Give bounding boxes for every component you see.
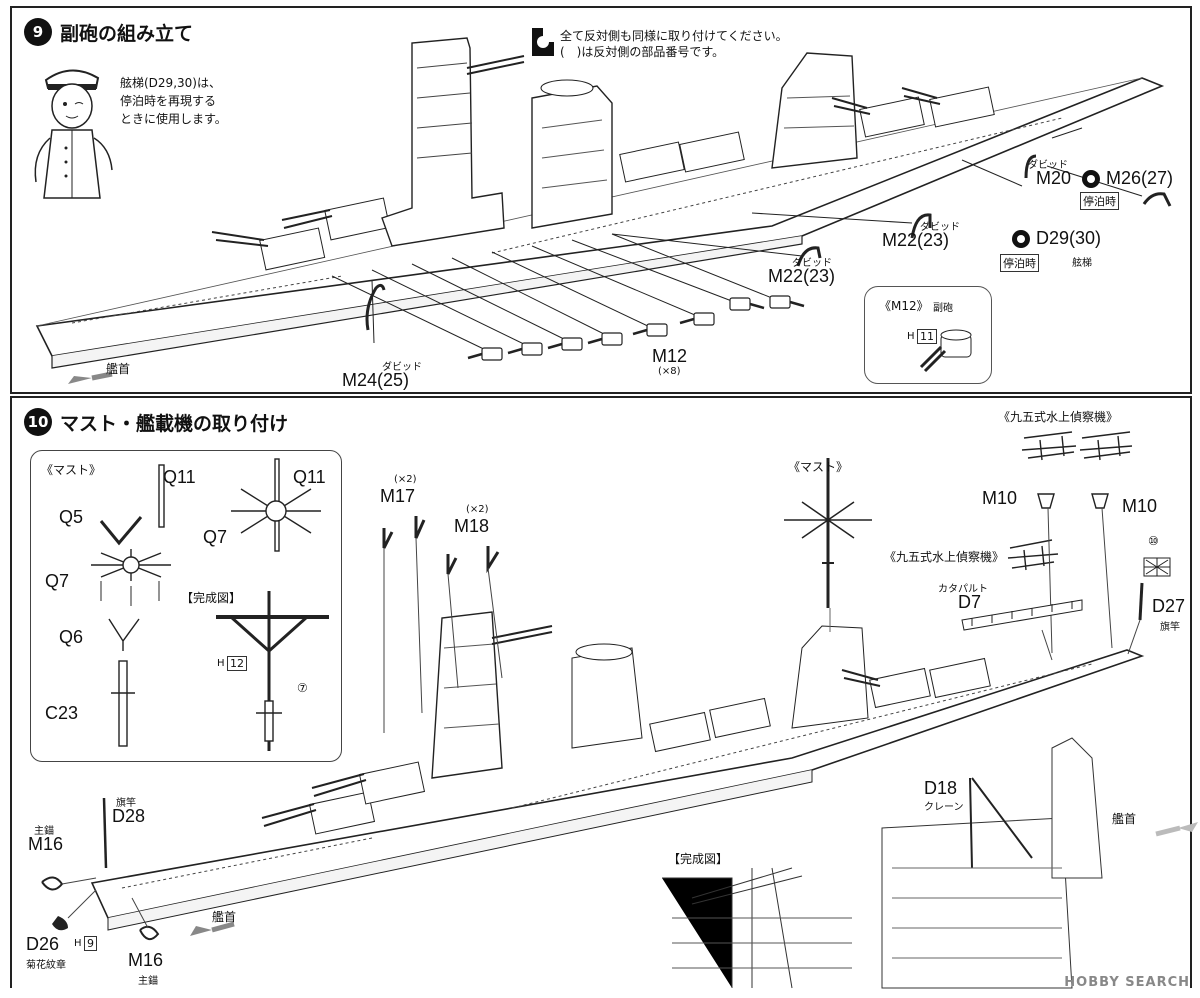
officer-character-illustration bbox=[34, 69, 113, 199]
step-9-number: 9 bbox=[24, 18, 52, 46]
m22b-part-label: M22(23) bbox=[882, 230, 950, 250]
legend-line-2: ( )は反対側の部品番号です。 bbox=[560, 45, 725, 59]
d29-ladder-label: 舷梯 bbox=[1072, 258, 1092, 269]
bow-label-b: 艦首 bbox=[1112, 812, 1137, 826]
speech-line-3: ときに使用します。 bbox=[120, 112, 227, 126]
d27-sub-label: 旗竿 bbox=[1160, 622, 1180, 633]
m26-part-label: M26(27) bbox=[1106, 168, 1174, 188]
step-9-title: 副砲の組み立て bbox=[60, 22, 194, 45]
m10b-label: M10 bbox=[1122, 496, 1158, 516]
m12-inset-title: 《M12》 bbox=[879, 299, 929, 313]
m12-gun-icon bbox=[919, 329, 972, 373]
m20-sub-label: ダビッド bbox=[1028, 160, 1068, 171]
m16a-label: M16 bbox=[28, 834, 64, 854]
d28-sub-label: 旗竿 bbox=[116, 798, 136, 809]
speech-bubble: 舷梯(D29,30)は、 停泊時を再現する ときに使用します。 bbox=[120, 74, 227, 128]
m12-qty-label: (×8) bbox=[658, 366, 681, 377]
mast-assembly-box: 《マスト》 Q11 Q5 Q7 Q7 Q11 Q6 C23 【完成図】 H 12… bbox=[30, 450, 342, 762]
m26-anchored-label: 停泊時 bbox=[1080, 192, 1119, 210]
step-10-panel: 10 マスト・艦載機の取り付け 《マスト》 Q11 Q5 Q7 Q7 Q11 Q… bbox=[10, 396, 1198, 989]
m17-qty-label: (×2) bbox=[394, 474, 417, 485]
q6-label: Q6 bbox=[59, 627, 84, 647]
q7b-label: Q7 bbox=[203, 527, 228, 547]
d27-label: D27 bbox=[1152, 596, 1186, 616]
mast-h-number: 12 bbox=[227, 656, 247, 671]
d26-sub-label: 菊花紋章 bbox=[26, 960, 66, 971]
bow-label-a: 艦首 bbox=[212, 910, 237, 924]
m24-part-label: M24(25) bbox=[342, 370, 410, 390]
plane-a-label: 《九五式水上偵察機》 bbox=[998, 410, 1119, 424]
mast-box-title: 《マスト》 bbox=[41, 463, 102, 477]
d26-h-number: 9 bbox=[84, 936, 97, 951]
d26-label: D26 bbox=[26, 934, 60, 954]
q11a-label: Q11 bbox=[163, 467, 196, 487]
m16b-label: M16 bbox=[128, 950, 164, 970]
d26-h-label: H bbox=[74, 938, 82, 949]
mast-h-label: H bbox=[217, 658, 225, 669]
m12-part-label: M12 bbox=[652, 346, 688, 366]
step-10-title: マスト・艦載機の取り付け bbox=[60, 412, 289, 435]
m18-qty-label: (×2) bbox=[466, 504, 489, 515]
m16a-sub-label: 主錨 bbox=[34, 826, 54, 837]
plane-b-label: 《九五式水上偵察機》 bbox=[884, 550, 1005, 564]
step-10-heading: 10 マスト・艦載機の取り付け bbox=[24, 408, 288, 436]
m17-part-label: M17 bbox=[380, 486, 416, 506]
m12-inset-box: 《M12》 副砲 H 11 bbox=[864, 286, 992, 384]
m20-part-label: M20 bbox=[1036, 168, 1072, 188]
d28-label: D28 bbox=[112, 806, 146, 826]
mast-parts-drawing bbox=[91, 458, 329, 751]
both-sides-icon bbox=[532, 28, 554, 56]
opposite-side-icon-2 bbox=[1012, 230, 1030, 248]
q5-label: Q5 bbox=[59, 507, 84, 527]
m22a-sub-label: ダビッド bbox=[792, 258, 832, 269]
m12-inset-h-label: H bbox=[907, 331, 915, 342]
speech-line-2: 停泊時を再現する bbox=[120, 94, 217, 108]
catapult-label: カタパルト bbox=[938, 584, 988, 595]
bow-label-step9: 艦首 bbox=[106, 362, 131, 376]
battleship-diagram-step10 bbox=[41, 431, 1198, 989]
d7-label: D7 bbox=[958, 592, 982, 612]
step-9-heading: 9 副砲の組み立て bbox=[24, 18, 193, 46]
speech-line-1: 舷梯(D29,30)は、 bbox=[120, 76, 221, 90]
m18-part-label: M18 bbox=[454, 516, 490, 536]
m12-inset-title-sub: 副砲 bbox=[933, 303, 953, 314]
opposite-side-icon bbox=[1082, 170, 1100, 188]
m24-sub-label: ダビッド bbox=[382, 362, 422, 373]
mast-complete-label: 【完成図】 bbox=[181, 591, 242, 605]
mast-label: 《マスト》 bbox=[788, 460, 849, 474]
m22b-sub-label: ダビッド bbox=[920, 222, 960, 233]
symbol-legend: 全て反対側も同様に取り付けてください。 ( )は反対側の部品番号です。 bbox=[532, 28, 788, 60]
step-10-number: 10 bbox=[24, 408, 52, 436]
watermark: HOBBY SEARCH bbox=[1064, 975, 1190, 990]
flag-number: ⑩ bbox=[1148, 534, 1159, 548]
m12-inset-h-number: 11 bbox=[917, 329, 937, 344]
q11b-label: Q11 bbox=[293, 467, 326, 487]
q7a-label: Q7 bbox=[45, 571, 70, 591]
m22a-part-label: M22(23) bbox=[768, 266, 836, 286]
m10a-label: M10 bbox=[982, 488, 1018, 508]
d29-part-label: D29(30) bbox=[1036, 228, 1102, 248]
legend-line-1: 全て反対側も同様に取り付けてください。 bbox=[560, 29, 788, 43]
c23-label: C23 bbox=[45, 703, 79, 723]
m16b-sub-label: 主錨 bbox=[138, 976, 158, 987]
d18-sub-label: クレーン bbox=[924, 802, 964, 813]
battleship-diagram-step9 bbox=[35, 37, 1172, 384]
mast-circle-number: ⑦ bbox=[297, 681, 308, 695]
d18-label: D18 bbox=[924, 778, 958, 798]
d29-anchored-label: 停泊時 bbox=[1000, 254, 1039, 272]
complete-view-label: 【完成図】 bbox=[668, 852, 729, 866]
step-9-panel: 9 副砲の組み立て 全て反対側も同様に取り付けてください。 ( )は反対側の部品… bbox=[10, 6, 1192, 394]
